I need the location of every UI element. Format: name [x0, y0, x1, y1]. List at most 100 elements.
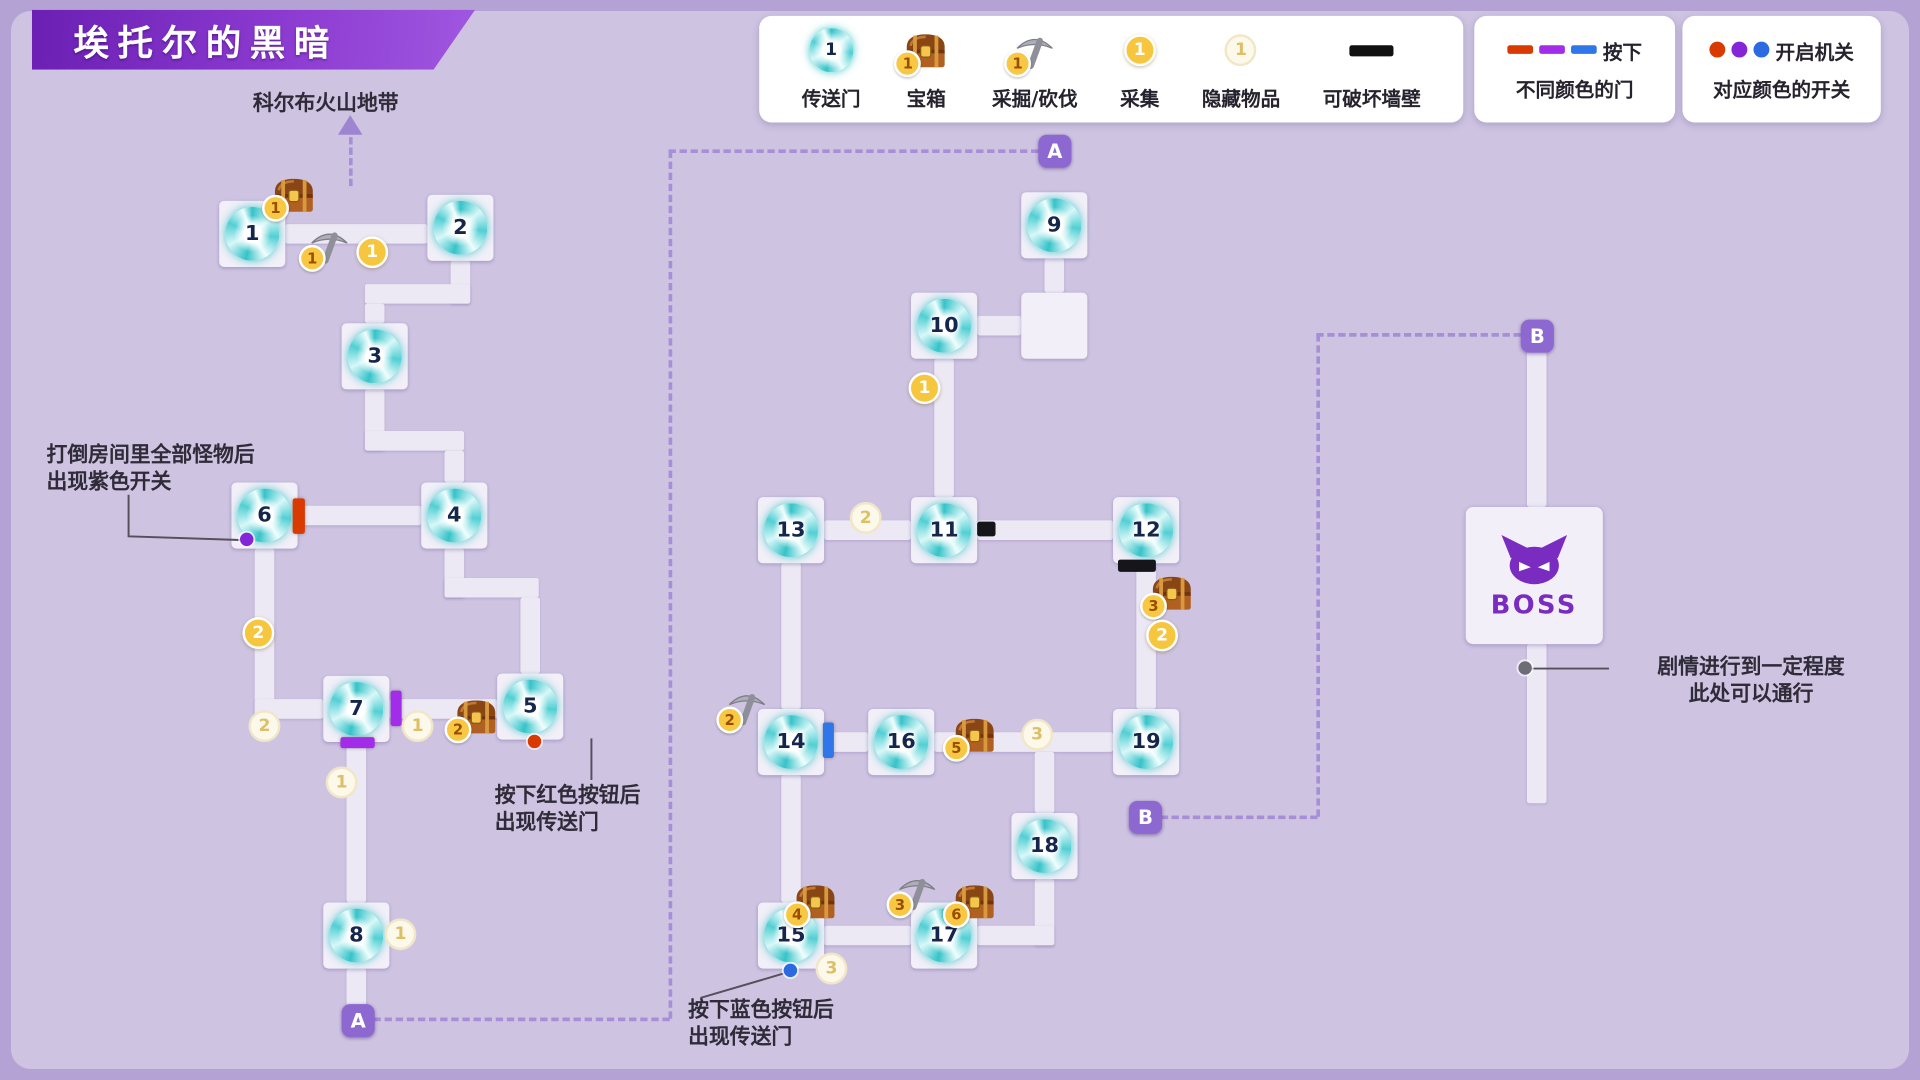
red-button-note: 按下红色按钮后 出现传送门 — [495, 782, 641, 836]
map-corridor — [977, 520, 1114, 540]
hidden-item-icon: 3 — [815, 952, 848, 985]
legend-chest-label: 宝箱 — [906, 86, 946, 111]
portal-room-18: 18 — [1017, 819, 1072, 874]
portal-room-2: 2 — [433, 200, 488, 255]
boss-icon — [1499, 532, 1570, 586]
map-corridor — [520, 597, 540, 674]
dashed-route — [373, 1017, 670, 1022]
legend-chest: 1 宝箱 — [894, 27, 950, 111]
portal-room-12: 12 — [1119, 503, 1174, 558]
note-line: 此处可以通行 — [1688, 682, 1814, 707]
blue-button-note: 按下蓝色按钮后 出现传送门 — [688, 997, 834, 1051]
note-line: 按下蓝色按钮后 — [688, 997, 834, 1023]
map-corridor — [444, 450, 465, 483]
boss-label: BOSS — [1490, 589, 1578, 619]
hidden-item-icon: 1 — [325, 766, 358, 799]
map-corridor — [297, 505, 422, 526]
hidden-item-icon: 3 — [1021, 718, 1054, 751]
map-corridor — [977, 315, 1022, 336]
blue-door-bar-icon — [1571, 45, 1597, 55]
chest-icon: 5 — [942, 715, 998, 762]
red-switch-dot-icon — [1709, 41, 1726, 58]
dashed-route — [348, 137, 353, 187]
pickaxe-icon: 3 — [886, 872, 939, 919]
dashed-route — [1316, 333, 1521, 337]
map-corridor — [781, 775, 801, 903]
chest-icon: 3 — [1140, 573, 1196, 620]
exit-arrow-icon — [337, 115, 363, 135]
door-marker — [822, 722, 834, 758]
map-corridor — [977, 925, 1055, 946]
portal-room-19: 19 — [1119, 715, 1174, 769]
map-corridor — [1034, 751, 1055, 814]
chest-icon: 4 — [783, 882, 839, 929]
portal-room-7: 7 — [329, 682, 384, 736]
note-line: 打倒房间里全部怪物后 — [46, 443, 255, 468]
map-corridor — [346, 968, 367, 1006]
legend-switches: 开启机关 对应颜色的开关 — [1682, 15, 1881, 123]
note-line: 出现传送门 — [494, 810, 599, 836]
legend-doors: 按下 不同颜色的门 — [1474, 15, 1676, 123]
collect-icon: 2 — [242, 617, 275, 649]
chest-badge: 1 — [894, 49, 922, 77]
switch-dot — [240, 532, 254, 547]
dashed-route — [668, 150, 673, 1019]
legend-mine-label: 采掘/砍伐 — [992, 86, 1078, 111]
teleport-mark-a: A — [1038, 134, 1072, 168]
portal-room-10: 10 — [917, 298, 972, 353]
title-banner: 埃托尔的黑暗 — [31, 9, 476, 70]
map-corridor — [1526, 351, 1547, 507]
map-room — [1021, 292, 1088, 359]
map-corridor — [444, 577, 539, 598]
legend-wall-label: 可破坏墙壁 — [1322, 86, 1421, 111]
chest-icon: 1 — [894, 30, 950, 77]
legend-mine: 1 采掘/砍伐 — [992, 27, 1078, 111]
hidden-item-icon: 1 — [1225, 34, 1257, 67]
door-marker — [340, 737, 375, 749]
map-corridor — [346, 742, 367, 903]
portal-room-3: 3 — [347, 329, 402, 384]
teleport-mark-b: B — [1128, 800, 1163, 834]
collect-icon: 1 — [356, 236, 389, 269]
legend-switches-desc: 对应颜色的开关 — [1713, 78, 1851, 103]
legend-doors-action: 按下 — [1602, 39, 1643, 64]
map-corridor — [364, 284, 471, 304]
hidden-item-icon: 1 — [401, 710, 434, 743]
note-line: 出现紫色开关 — [46, 470, 172, 495]
volcano-exit-label: 科尔布火山地带 — [252, 91, 399, 117]
hidden-item-icon: 2 — [248, 710, 281, 743]
portal-room-8: 8 — [329, 908, 384, 963]
note-line: 按下红色按钮后 — [494, 783, 641, 809]
legend-collect-label: 采集 — [1120, 86, 1160, 111]
map-corridor — [364, 431, 465, 451]
map-corridor — [364, 303, 385, 324]
pickaxe-badge: 1 — [1004, 49, 1032, 77]
dashed-route — [668, 149, 1039, 154]
blue-switch-dot-icon — [1753, 41, 1770, 58]
purple-door-bar-icon — [1539, 45, 1565, 55]
note-line: 剧情进行到一定程度 — [1657, 655, 1845, 680]
legend-collect: 1 采集 — [1120, 27, 1159, 111]
door-marker — [390, 690, 402, 727]
legend-icons: 1 传送门 1 宝箱 1 采掘/砍伐 1 采集 1 隐藏物品 可破坏墙壁 — [759, 15, 1464, 123]
dashed-route — [1160, 815, 1318, 820]
legend-wall: 可破坏墙壁 — [1323, 27, 1421, 111]
portal-icon: 1 — [809, 28, 854, 73]
pickaxe-icon: 1 — [298, 225, 351, 272]
portal-room-16: 16 — [874, 715, 929, 769]
page-title: 埃托尔的黑暗 — [73, 21, 338, 64]
portal-room-9: 9 — [1027, 198, 1082, 253]
breakable-wall-icon — [1349, 44, 1394, 56]
purple-switch-dot-icon — [1731, 41, 1748, 58]
switch-dot — [1518, 661, 1532, 675]
purple-switch-note: 打倒房间里全部怪物后 出现紫色开关 — [47, 442, 255, 496]
pickaxe-icon: 2 — [716, 687, 769, 734]
map-corridor — [1044, 258, 1065, 293]
pickaxe-icon: 1 — [1004, 30, 1057, 77]
legend-switches-action: 开启机关 — [1775, 39, 1854, 64]
collect-icon: 1 — [908, 372, 941, 405]
hidden-item-icon: 1 — [384, 918, 417, 951]
collect-icon: 1 — [1123, 34, 1156, 67]
switch-dot — [783, 963, 798, 978]
